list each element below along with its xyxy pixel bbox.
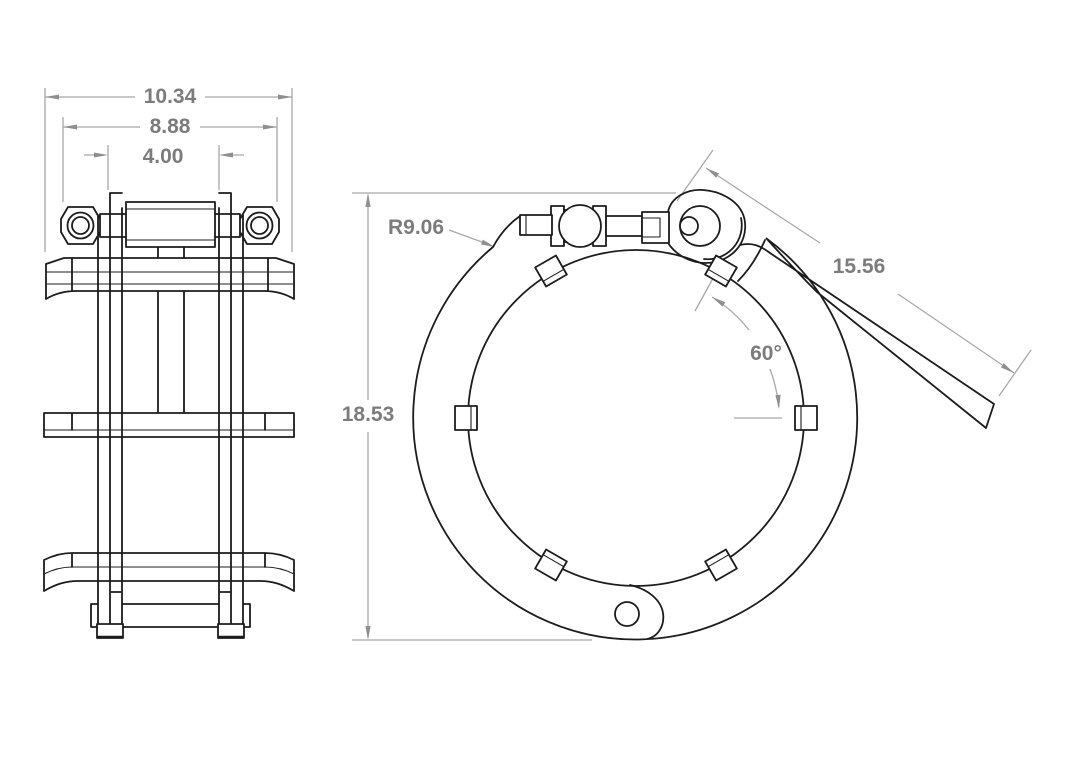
side-view-outline: [43, 192, 295, 628]
latch-rod-end: [519, 214, 553, 236]
trunnion-boss-right-outer: [245, 211, 274, 240]
hinge-pin-hole: [614, 601, 640, 627]
dimension-arrowheads: [45, 94, 1014, 640]
flange-tab: [704, 254, 738, 288]
trunnion-boss-left-outer: [66, 211, 95, 240]
flange-tab-body: [534, 254, 568, 288]
dim-tab-angle-value: 60°: [750, 342, 782, 365]
flange-tab-body: [794, 405, 818, 431]
flange-tab-body: [704, 254, 738, 288]
dim-overall-height-value: 18.53: [342, 403, 395, 426]
dim-rail-spacing-value: 4.00: [143, 145, 184, 168]
latch-clevis: [641, 211, 670, 244]
front-view: [412, 189, 995, 641]
flange-tab-edge-line: [707, 554, 730, 568]
flange-tab: [534, 254, 568, 288]
trunnion-boss-left-bore: [71, 216, 90, 235]
side-view: [43, 192, 295, 639]
clamp-band-ring: [412, 189, 995, 641]
latch-assembly: [519, 204, 721, 248]
dimensions-layer: 10.34 8.88 4.00 18.53 R9.06 15.56 60°: [44, 85, 1032, 641]
flange-tab: [704, 548, 738, 582]
latch-rod: [605, 215, 643, 237]
pivot-pin-hole: [679, 216, 699, 236]
flange-tab-body: [704, 548, 738, 582]
latch-ball: [558, 204, 602, 248]
dim-outer-radius-value: R9.06: [388, 216, 444, 239]
flange-tab: [534, 548, 568, 582]
dimension-lines: [44, 88, 1032, 641]
flange-tab-body: [454, 405, 478, 431]
flange-tab: [454, 405, 478, 431]
flange-tab-edge-line: [707, 268, 730, 282]
flange-tab-edge-line: [542, 554, 565, 568]
trunnion-boss-right-bore: [250, 216, 269, 235]
dim-band-width-value: 8.88: [150, 115, 191, 138]
flange-tab-edge-line: [542, 268, 565, 282]
dim-handle-length-value: 15.56: [833, 255, 886, 278]
dim-outer-width-value: 10.34: [144, 85, 197, 108]
latch-detail-lines: [525, 214, 661, 238]
side-view-detail-lines: [43, 208, 295, 575]
flange-tab: [794, 405, 818, 431]
flange-tab-body: [534, 548, 568, 582]
